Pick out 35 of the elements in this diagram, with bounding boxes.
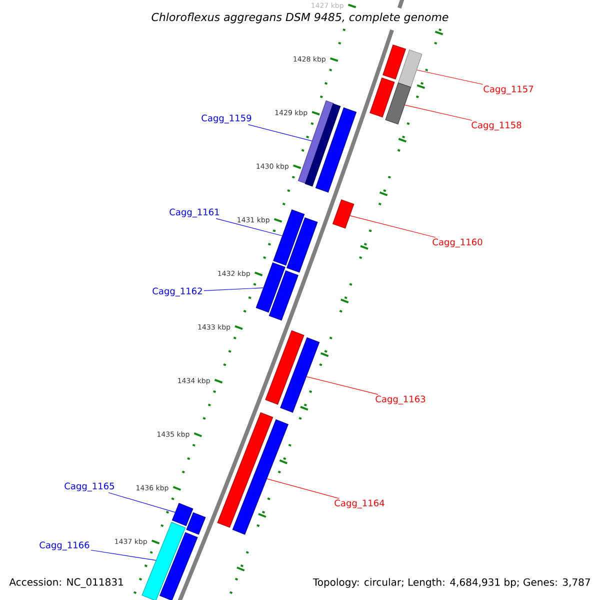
genome-info-text: Topology: circular; Length: 4,684,931 bp; Genes: 3,787	[312, 578, 590, 588]
gene-label: Cagg_1166	[40, 542, 90, 550]
gene-label: Cagg_1160	[432, 238, 482, 248]
gene-bar	[265, 330, 304, 405]
leader-line	[108, 492, 176, 513]
gene-bar	[398, 50, 422, 88]
leader-line	[416, 70, 484, 85]
gene-bar	[186, 512, 206, 535]
gene-label: Cagg_1164	[334, 500, 384, 508]
gene-label: Cagg_1162	[152, 288, 202, 296]
gene-bar	[217, 412, 274, 528]
leader-line	[350, 215, 436, 238]
gene-bar	[280, 337, 320, 413]
gene-label: Cagg_1161	[170, 208, 219, 218]
gene-bar	[232, 419, 288, 535]
gene-label: Cagg_1159	[202, 114, 252, 124]
gene-bar	[332, 199, 354, 229]
leader-line	[266, 478, 340, 499]
leader-line	[90, 550, 156, 561]
leader-line	[216, 218, 282, 236]
leader-line	[404, 104, 472, 121]
gene-label: Cagg_1158	[472, 122, 522, 130]
accession-text: Accession: NC_011831	[9, 578, 123, 588]
gene-bar	[256, 262, 286, 313]
gene-label: Cagg_1163	[376, 396, 426, 404]
gene-bar	[286, 217, 318, 273]
gene-label: Cagg_1157	[484, 86, 534, 94]
gene-label: Cagg_1165	[64, 482, 114, 492]
title: Chloroflexus aggregans DSM 9485, complete genome	[152, 12, 448, 24]
gene-bar	[172, 502, 194, 526]
gene-bar	[273, 209, 305, 266]
leader-line	[248, 124, 312, 142]
leader-line	[306, 376, 378, 395]
leader-line	[204, 288, 264, 292]
gene-bar	[159, 532, 198, 600]
